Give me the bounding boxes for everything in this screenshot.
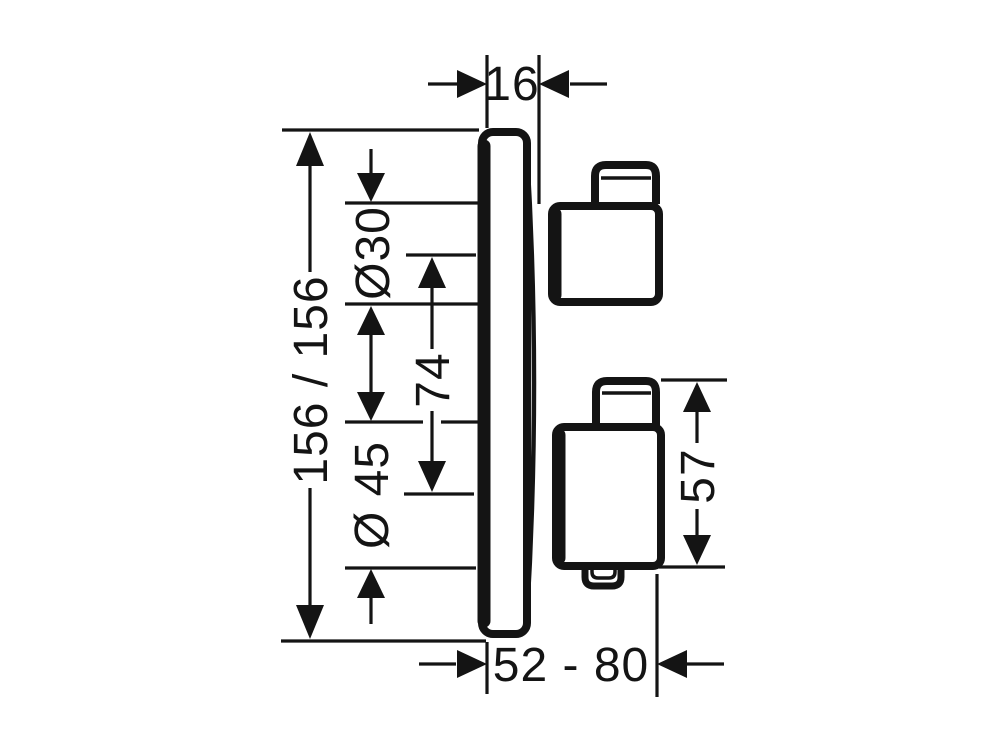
dimension-plate-depth: 16: [428, 55, 607, 204]
arrowhead: [683, 535, 711, 565]
lower-handle-body: [552, 423, 665, 570]
dim-text-projection-range: 52 - 80: [493, 639, 649, 692]
lower-handle: [552, 377, 665, 590]
dimension-lower-knob-diameter: Ø 45: [345, 392, 478, 624]
dim-text-lower-handle-height: 57: [672, 448, 725, 503]
plate-face-curve: [524, 151, 537, 617]
dim-text-center-distance: 74: [407, 352, 460, 407]
lower-handle-tab-inner: [590, 568, 617, 580]
arrowhead: [296, 605, 324, 639]
arrowhead: [357, 392, 385, 421]
upper-handle-grip: [591, 161, 660, 204]
lower-handle-grip: [592, 377, 660, 426]
dimension-plate-size: 156 / 156: [281, 128, 486, 643]
dimension-projection-range: 52 - 80: [419, 574, 724, 697]
dimension-lower-handle-height: 57: [659, 378, 727, 569]
arrowhead: [357, 569, 385, 598]
arrowhead: [418, 257, 446, 288]
dim-text-lower-knob-diameter: Ø 45: [346, 441, 399, 549]
upper-handle-body: [548, 202, 663, 306]
arrowhead: [457, 70, 487, 98]
trim-plate: [477, 128, 537, 638]
arrowhead: [683, 382, 711, 412]
dimension-center-distance: 74: [404, 253, 476, 496]
dim-text-plate-depth: 16: [484, 58, 539, 111]
arrowhead: [418, 461, 446, 492]
arrowhead: [657, 650, 687, 678]
arrowhead: [457, 650, 487, 678]
arrowhead: [539, 70, 569, 98]
upper-handle: [548, 161, 663, 306]
arrowhead: [357, 173, 385, 202]
dimension-upper-knob-diameter: Ø30: [345, 149, 478, 392]
arrowhead: [357, 306, 385, 335]
dim-text-plate-size: 156 / 156: [285, 275, 338, 484]
arrowhead: [296, 132, 324, 166]
dim-text-upper-knob-diameter: Ø30: [347, 206, 400, 300]
lower-handle-tab-outer: [581, 567, 625, 590]
